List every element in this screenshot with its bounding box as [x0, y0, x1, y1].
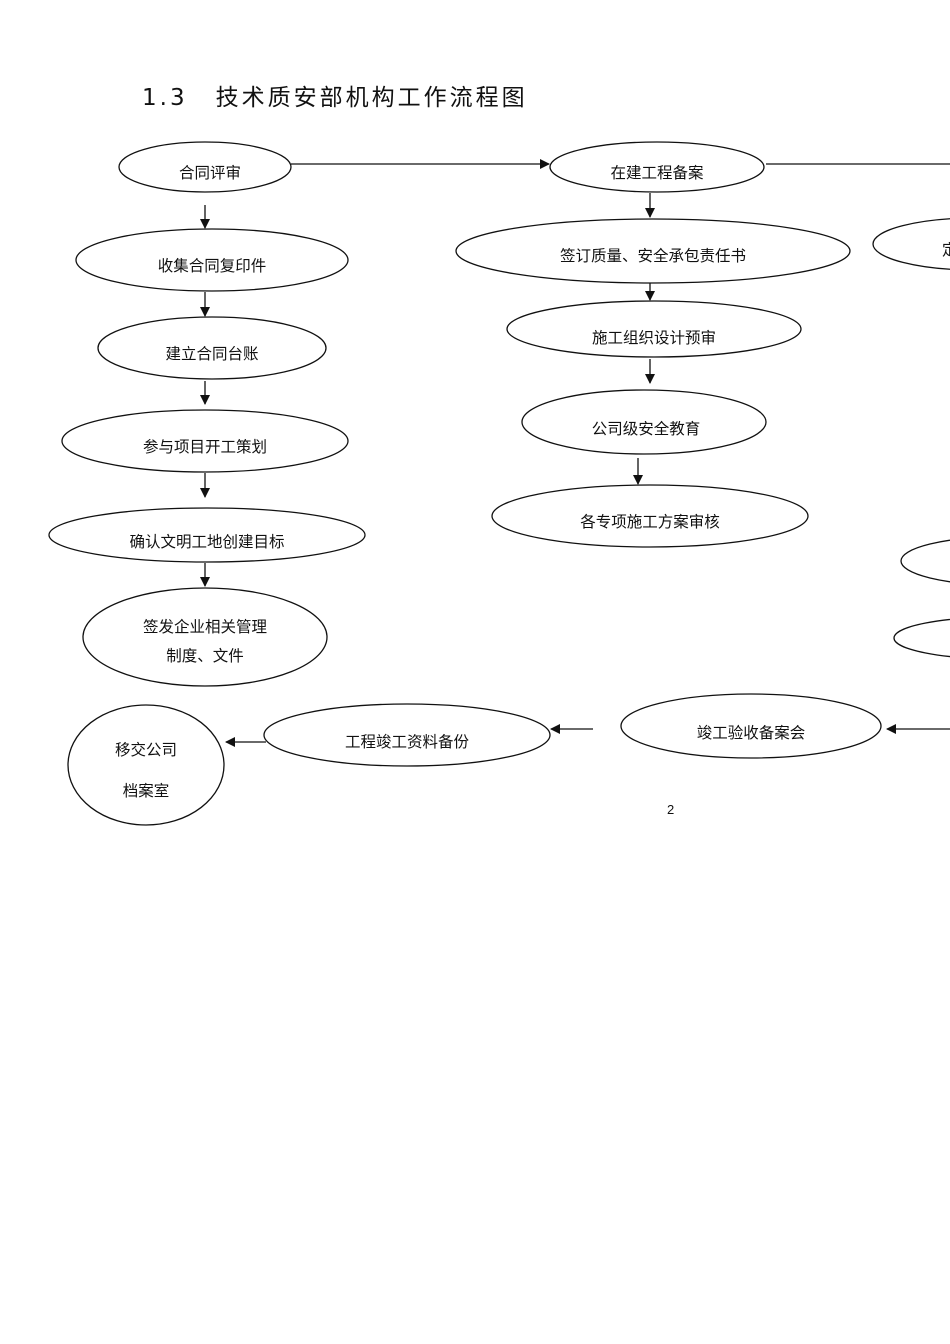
node-label-line2: 制度、文件	[166, 647, 244, 665]
node-label: 在建工程备案	[610, 164, 704, 182]
page-title: 1.3 技术质安部机构工作流程图	[142, 78, 528, 112]
node-label-line1: 移交公司	[115, 741, 177, 759]
node-contract-ledger: 建立合同台账	[97, 316, 327, 380]
node-label: 公司级安全教育	[592, 420, 701, 438]
node-label: 工程竣工资料备份	[345, 733, 470, 751]
node-cut-off-right-lower	[893, 618, 950, 658]
node-sign-responsibility-letter: 签订质量、安全承包责任书	[455, 218, 851, 284]
node-contract-review: 合同评审	[118, 141, 292, 193]
node-completion-docs-backup: 工程竣工资料备份	[263, 703, 551, 767]
section-number: 1.3	[142, 85, 188, 111]
node-company-safety-education: 公司级安全教育	[521, 389, 767, 455]
node-label: 竣工验收备案会	[697, 724, 806, 742]
node-completion-acceptance-meeting: 竣工验收备案会	[620, 693, 882, 759]
node-label: 签订质量、安全承包责任书	[560, 247, 746, 265]
node-label: 各专项施工方案审核	[580, 513, 720, 531]
node-project-record-filing: 在建工程备案	[549, 141, 765, 193]
node-civilized-site-goal: 确认文明工地创建目标	[48, 507, 366, 563]
node-project-kickoff-planning: 参与项目开工策划	[61, 409, 349, 473]
node-label: 确认文明工地创建目标	[129, 533, 284, 551]
node-cut-off-right-top: 定	[872, 218, 950, 270]
node-construction-design-review: 施工组织设计预审	[506, 300, 802, 358]
node-special-plan-review: 各专项施工方案审核	[491, 484, 809, 548]
node-label: 建立合同台账	[165, 345, 258, 363]
node-label: 合同评审	[179, 164, 241, 182]
node-collect-contract-copy: 收集合同复印件	[75, 228, 349, 292]
node-cut-off-right-middle	[900, 539, 950, 583]
node-label: 定	[942, 241, 950, 259]
node-label: 收集合同复印件	[158, 257, 267, 275]
node-archive-transfer: 移交公司 档案室	[67, 704, 225, 826]
node-issue-management-rules: 签发企业相关管理 制度、文件	[82, 587, 328, 687]
page-number: 2	[667, 802, 675, 817]
node-label: 施工组织设计预审	[592, 329, 716, 347]
node-label-line2: 档案室	[123, 782, 170, 800]
node-label: 参与项目开工策划	[143, 438, 267, 456]
section-title: 技术质安部机构工作流程图	[215, 85, 528, 111]
node-label-line1: 签发企业相关管理	[143, 618, 267, 636]
connectors	[200, 159, 950, 747]
